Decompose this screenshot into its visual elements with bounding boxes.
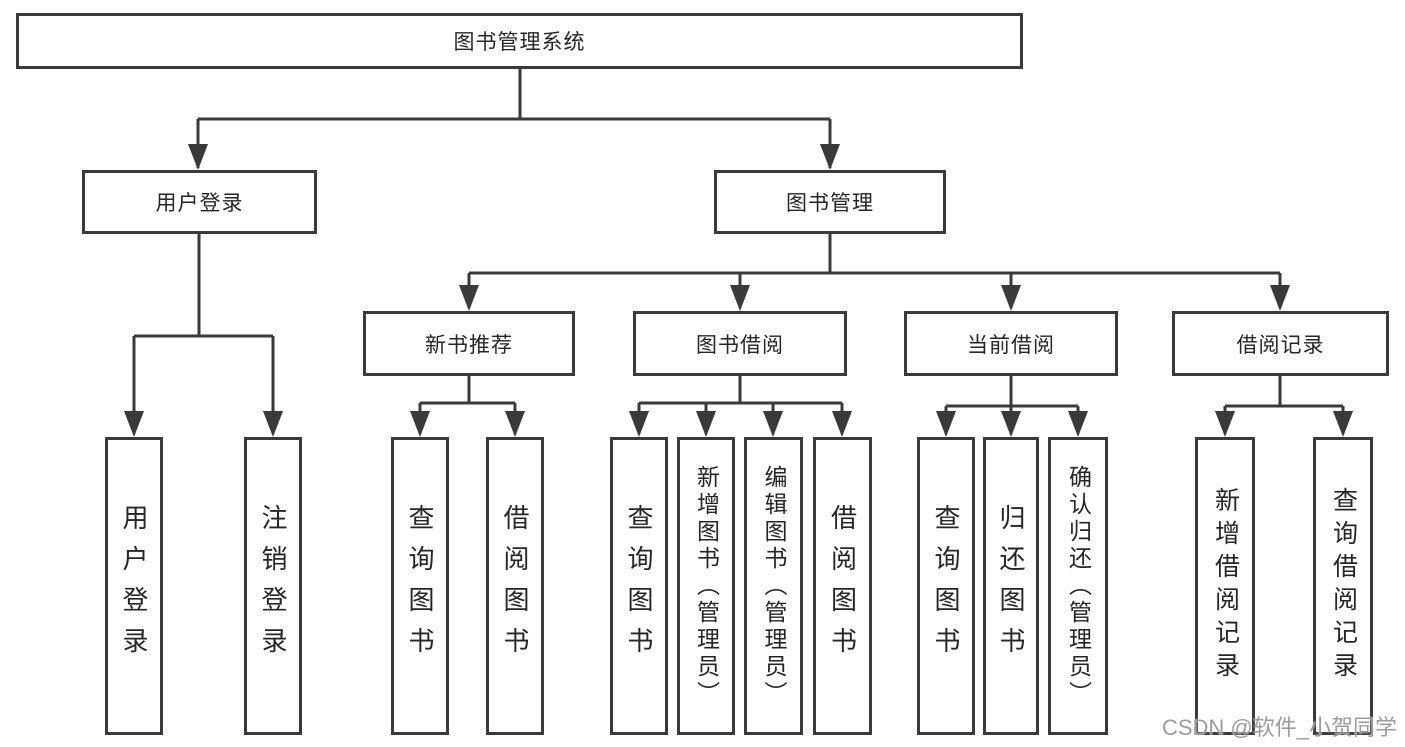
node-library-system: 图书管理系统	[16, 13, 1023, 69]
leaf-query-books-borrowing: 查询图书	[610, 437, 668, 735]
arrow-icon	[936, 411, 956, 437]
leaf-query-books-current-label: 查询图书	[931, 504, 961, 668]
arrow-icon	[1270, 285, 1290, 311]
connector-lines	[132, 69, 1345, 434]
leaf-borrow-books-recommend: 借阅图书	[486, 437, 544, 735]
node-current-borrowing-label: 当前借阅	[967, 333, 1055, 357]
node-book-borrowing: 图书借阅	[633, 311, 847, 376]
leaf-confirm-return-admin-label: 确认归还（管理员）	[1065, 464, 1092, 708]
node-user-login-label: 用户登录	[155, 192, 244, 215]
node-book-management-label: 图书管理	[786, 192, 874, 215]
arrow-icon	[1001, 285, 1021, 311]
arrow-icon	[1001, 411, 1021, 437]
leaf-borrow-books-borrowing-label: 借阅图书	[827, 504, 858, 668]
leaf-user-login: 用户登录	[105, 437, 163, 735]
leaf-return-books-label: 归还图书	[996, 504, 1026, 668]
arrow-icon	[629, 411, 649, 437]
node-book-management: 图书管理	[714, 170, 946, 234]
leaf-borrow-books-borrowing: 借阅图书	[813, 437, 872, 735]
node-user-login: 用户登录	[82, 170, 317, 234]
leaf-query-books-recommend-label: 查询图书	[405, 504, 435, 668]
arrow-icon	[763, 411, 783, 437]
arrow-icon	[124, 411, 144, 437]
arrow-icon	[820, 144, 840, 170]
node-new-book-recommend: 新书推荐	[363, 311, 575, 376]
leaf-user-login-label: 用户登录	[119, 504, 149, 668]
leaf-add-borrow-record-label: 新增借阅记录	[1211, 487, 1240, 685]
arrowheads	[124, 144, 1353, 437]
leaf-query-borrow-record-label: 查询借阅记录	[1329, 487, 1358, 685]
arrow-icon	[459, 285, 479, 311]
leaf-confirm-return-admin: 确认归还（管理员）	[1048, 437, 1108, 735]
arrow-icon	[1215, 411, 1235, 437]
leaf-add-book-admin: 新增图书（管理员）	[677, 437, 735, 735]
node-borrow-records-label: 借阅记录	[1236, 333, 1325, 357]
leaf-query-books-current: 查询图书	[917, 437, 975, 735]
leaf-logout-login: 注销登录	[244, 437, 302, 735]
arrow-icon	[832, 411, 852, 437]
arrow-icon	[730, 285, 750, 311]
leaf-query-borrow-record: 查询借阅记录	[1313, 437, 1373, 735]
node-book-borrowing-label: 图书借阅	[696, 333, 784, 357]
leaf-add-book-admin-label: 新增图书（管理员）	[693, 464, 720, 708]
leaf-query-books-borrowing-label: 查询图书	[624, 504, 654, 668]
node-new-book-recommend-label: 新书推荐	[425, 333, 513, 357]
arrow-icon	[410, 411, 430, 437]
node-current-borrowing: 当前借阅	[904, 311, 1118, 376]
arrow-icon	[505, 411, 525, 437]
arrow-icon	[696, 411, 716, 437]
arrow-icon	[1068, 411, 1088, 437]
watermark: CSDN @软件_小贺同学	[1161, 715, 1397, 740]
arrow-icon	[188, 144, 208, 170]
node-library-system-label: 图书管理系统	[453, 31, 586, 54]
leaf-borrow-books-recommend-label: 借阅图书	[500, 504, 530, 668]
leaf-edit-book-admin: 编辑图书（管理员）	[744, 437, 803, 735]
leaf-logout-login-label: 注销登录	[258, 504, 288, 668]
arrow-icon	[1333, 411, 1353, 437]
arrow-icon	[263, 411, 283, 437]
node-borrow-records: 借阅记录	[1172, 311, 1389, 376]
leaf-add-borrow-record: 新增借阅记录	[1195, 437, 1255, 735]
leaf-query-books-recommend: 查询图书	[391, 437, 449, 735]
leaf-edit-book-admin-label: 编辑图书（管理员）	[761, 464, 787, 708]
leaf-return-books: 归还图书	[983, 437, 1039, 735]
